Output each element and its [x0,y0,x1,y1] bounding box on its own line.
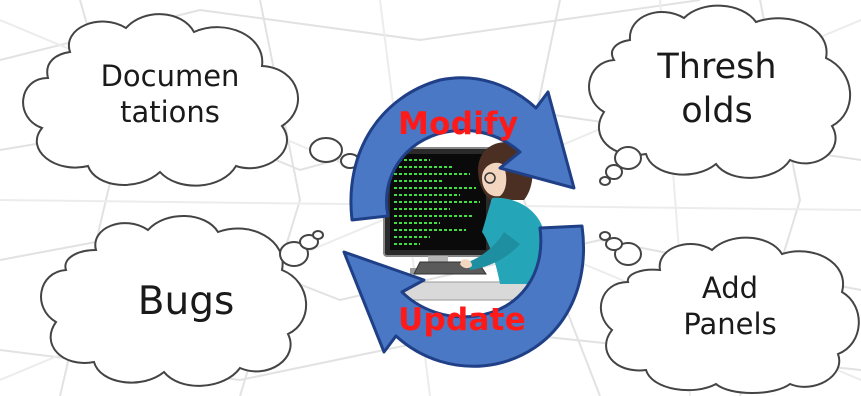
update-label: Update [398,302,527,338]
cloud-documentations-line1: Documen [100,59,240,93]
cloud-thresholds-line2: olds [681,90,753,131]
cloud-add-panels-text: Add Panels [620,270,840,343]
cloud-add-panels-tail [599,231,642,266]
cloud-bugs-tail [279,230,324,267]
cloud-bugs [40,215,308,387]
cloud-thresholds-tail [599,146,642,186]
cycle-arrows [342,76,585,368]
terminal-code-lines [394,159,480,245]
modify-label: Modify [398,106,519,142]
modify-arrow [349,76,576,222]
cloud-documentations [22,13,299,187]
cloud-thresholds [588,4,852,179]
cloud-documentations-line2: tations [120,95,220,130]
cloud-add-panels-line1: Add [701,271,759,305]
update-arrow [342,224,585,368]
cloud-documentations-text: Documen tations [60,58,280,131]
cloud-thresholds-line1: Thresh [657,47,777,87]
cloud-bugs-text: Bugs [76,278,296,327]
cloud-add-panels-line2: Panels [683,307,777,342]
cloud-bugs-label: Bugs [137,279,235,324]
programmer-illustration [371,142,561,301]
cloud-thresholds-text: Thresh olds [612,46,822,134]
cloud-add-panels [599,236,860,394]
